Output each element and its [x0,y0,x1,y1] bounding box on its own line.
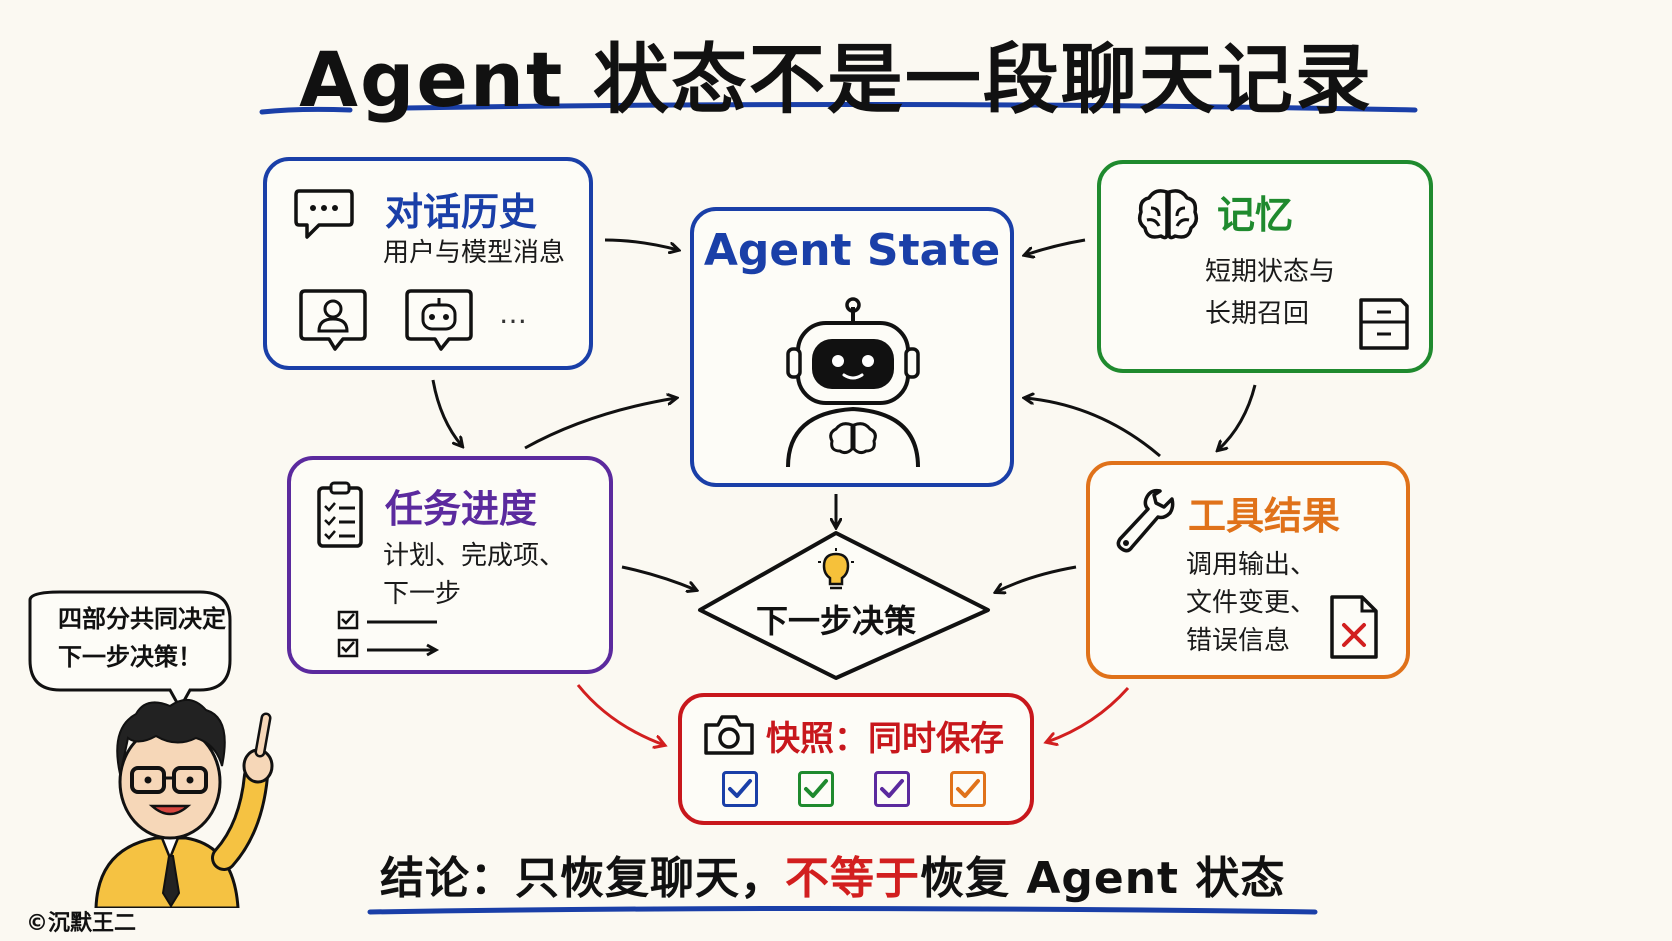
bot-message-icon [405,289,473,351]
conclusion-underline [367,906,1318,915]
tools-line1: 调用输出、 [1186,550,1317,580]
arrow-progress-to-state [524,398,676,450]
arrow-progress-to-snapshot [576,684,664,745]
snapshot-checkbox-2 [798,771,834,807]
brain-icon [1137,189,1199,240]
decision-label: 下一步决策 [755,602,916,640]
progress-line1: 计划、完成项、 [383,541,566,571]
tools-line3: 错误信息 [1186,626,1291,656]
history-box: 对话历史 用户与模型消息 … [263,157,593,370]
snapshot-checkboxes [722,771,986,807]
checkmark-icon [956,779,980,798]
title-underline [259,106,353,115]
memory-box: 记忆 短期状态与 长期召回 [1097,160,1433,373]
arrow-history-to-state [604,238,678,250]
tools-line2: 文件变更、 [1186,588,1317,618]
file-error-icon [1330,595,1378,659]
checklist-lines-icon [337,610,440,658]
arrow-history-to-progress [431,379,462,446]
user-message-icon [299,289,367,351]
robot-icon [786,297,920,467]
arrow-progress-to-decision [621,565,696,590]
history-ellipsis: … [499,297,529,330]
snapshot-checkbox-4 [950,771,986,807]
tools-box: 工具结果 调用输出、 文件变更、 错误信息 [1086,461,1410,679]
character-illustration [94,699,274,908]
agent-state-title: Agent State [703,225,1001,276]
progress-box: 任务进度 计划、完成项、 下一步 [287,456,613,674]
lightbulb-icon [818,548,854,590]
clipboard-checklist-icon [317,481,363,548]
memory-title: 记忆 [1217,193,1294,237]
memory-line1: 短期状态与 [1205,257,1336,287]
arrow-tools-to-decision [996,565,1077,592]
conclusion-highlight: 不等于 [785,853,920,904]
agent-state-box: Agent State [690,207,1014,487]
arrow-memory-to-state [1025,238,1086,255]
memory-line2: 长期召回 [1205,299,1310,329]
bubble-line2: 下一步决策！ [58,643,202,671]
snapshot-checkbox-3 [874,771,910,807]
progress-title: 任务进度 [385,487,538,531]
conclusion-part2: 恢复 Agent 状态 [920,853,1286,904]
snapshot-title: 快照：同时保存 [766,719,1004,759]
history-title: 对话历史 [385,190,538,234]
checkmark-icon [880,779,904,798]
wrench-icon [1116,488,1175,553]
tools-title: 工具结果 [1188,494,1341,538]
copyright-text: ©沉默王二 [26,911,137,936]
checkmark-icon [804,779,828,798]
arrow-memory-to-tools [1218,384,1257,450]
snapshot-box: 快照：同时保存 [678,693,1034,825]
arrow-tools-to-snapshot [1047,687,1130,742]
camera-icon [704,715,754,755]
bubble-line1: 四部分共同决定 [58,605,226,633]
progress-line2: 下一步 [383,579,462,609]
conclusion-text: 结论：只恢复聊天，不等于恢复 Agent 状态 [380,842,1285,906]
file-cabinet-icon [1359,298,1409,350]
chat-bubble-icon [294,189,354,239]
decision-diamond [698,531,990,680]
speech-bubble [28,590,232,712]
checkmark-icon [728,779,752,798]
snapshot-checkbox-1 [722,771,758,807]
arrow-tools-to-state [1025,398,1161,458]
page-title: Agent 状态不是一段聊天记录 [299,35,1373,124]
history-subtitle: 用户与模型消息 [383,238,566,268]
conclusion-part1: 结论：只恢复聊天， [380,853,785,904]
